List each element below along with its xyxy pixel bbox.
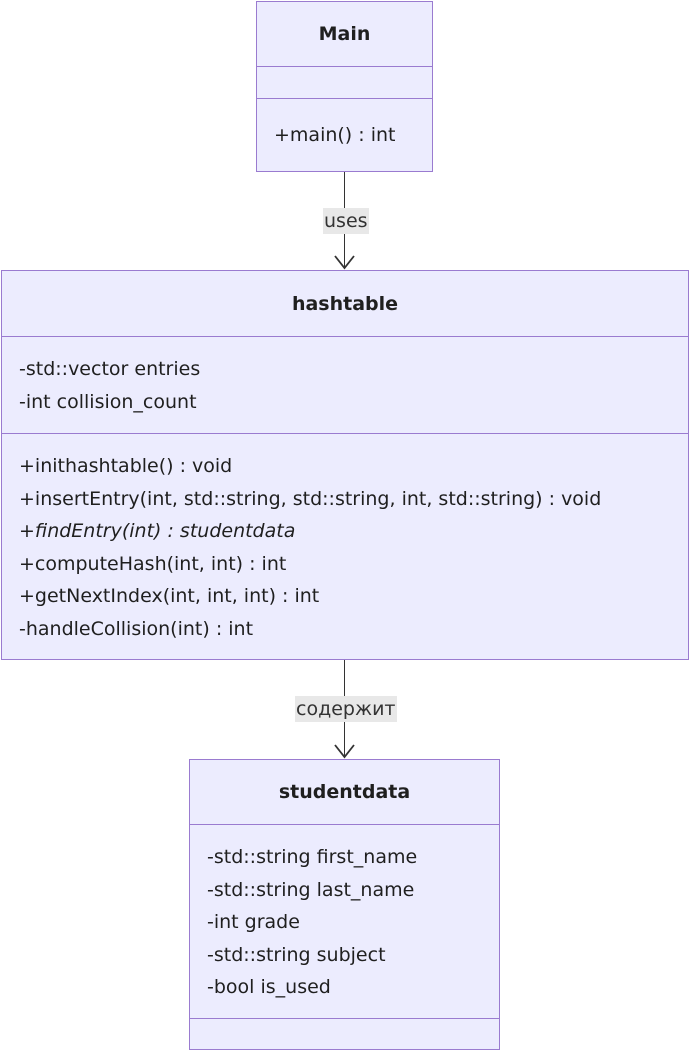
class-hashtable-title: hashtable (2, 271, 688, 337)
edge-contains-arrowhead (334, 744, 355, 759)
attribute-grade: -int grade (207, 911, 300, 933)
attribute-last-name: -std::string last_name (207, 878, 415, 901)
method-find-entry: +findEntry(int) : studentdata (19, 520, 296, 542)
class-main-attributes (257, 67, 432, 99)
class-hashtable: hashtable -std::vector entries -int coll… (1, 270, 689, 660)
class-studentdata: studentdata -std::string first_name -std… (189, 759, 500, 1050)
method-insert-entry: +insertEntry(int, std::string, std::stri… (19, 487, 602, 510)
class-hashtable-methods: +inithashtable() : void +insertEntry(int… (2, 434, 688, 659)
method-compute-hash: +computeHash(int, int) : int (19, 552, 287, 575)
class-main: Main +main() : int (256, 1, 433, 172)
class-studentdata-methods (190, 1019, 499, 1049)
class-main-methods: +main() : int (257, 99, 432, 171)
method-get-next-index: +getNextIndex(int, int, int) : int (19, 585, 320, 607)
method-inithashtable: +inithashtable() : void (19, 455, 233, 477)
edge-uses-arrowhead (334, 255, 355, 270)
method-handle-collision: -handleCollision(int) : int (19, 617, 254, 640)
edge-uses-label: uses (323, 208, 369, 234)
method-main: +main() : int (274, 124, 396, 146)
class-studentdata-attributes: -std::string first_name -std::string las… (190, 825, 499, 1019)
edge-contains-label: содержит (295, 696, 397, 722)
class-studentdata-title: studentdata (190, 760, 499, 825)
attribute-entries: -std::vector entries (19, 358, 201, 380)
class-main-title: Main (257, 2, 432, 67)
attribute-subject: -std::string subject (207, 943, 386, 966)
attribute-collision-count: -int collision_count (19, 390, 197, 413)
attribute-is-used: -bool is_used (207, 976, 331, 998)
attribute-first-name: -std::string first_name (207, 846, 418, 868)
class-hashtable-attributes: -std::vector entries -int collision_coun… (2, 337, 688, 434)
